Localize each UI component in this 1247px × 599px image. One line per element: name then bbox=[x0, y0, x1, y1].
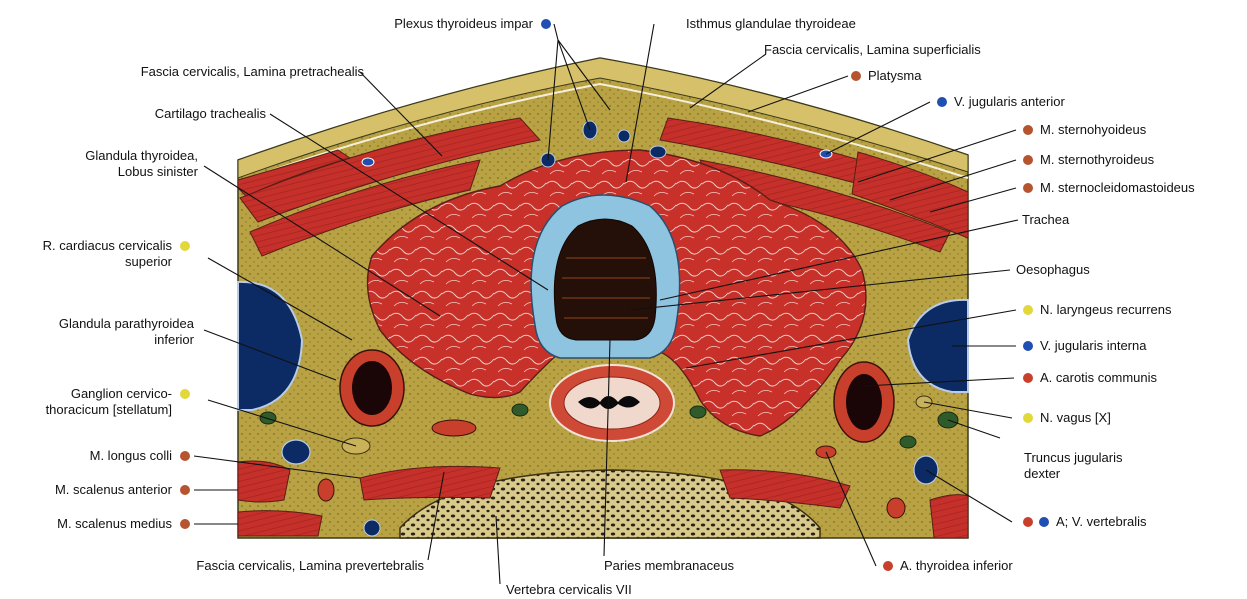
dot-v-vertebralis bbox=[1039, 517, 1049, 527]
vertebral-vessel-left-3 bbox=[364, 520, 380, 536]
small-vessel-right-3 bbox=[900, 436, 916, 448]
vertebral-vessel-right-2 bbox=[887, 498, 905, 518]
dot-ganglion bbox=[180, 389, 190, 399]
label-v-jugularis-anterior: V. jugularis anterior bbox=[954, 94, 1065, 109]
label-m-longus-colli: M. longus colli bbox=[90, 448, 172, 463]
label-glandula-thyroidea-line2: Lobus sinister bbox=[118, 164, 199, 179]
label-m-scalenus-anterior: M. scalenus anterior bbox=[55, 482, 173, 497]
label-plexus-thyroideus-impar: Plexus thyroideus impar bbox=[394, 16, 533, 31]
dot-a-thyroidea-inferior bbox=[883, 561, 893, 571]
dot-r-cardiacus bbox=[180, 241, 190, 251]
label-m-sternocleidomastoideus: M. sternocleidomastoideus bbox=[1040, 180, 1195, 195]
dot-a-vertebralis bbox=[1023, 517, 1033, 527]
label-a-carotis-communis: A. carotis communis bbox=[1040, 370, 1158, 385]
dot-n-laryngeus-recurrens bbox=[1023, 305, 1033, 315]
a-thyroidea-inferior-vessel-2 bbox=[432, 420, 476, 436]
label-r-cardiacus-line2: superior bbox=[125, 254, 173, 269]
vertebral-vessel-left-1 bbox=[282, 440, 310, 464]
v-jugularis-anterior-left bbox=[362, 158, 374, 166]
small-vessel-mid-1 bbox=[512, 404, 528, 416]
label-n-laryngeus-recurrens: N. laryngeus recurrens bbox=[1040, 302, 1172, 317]
label-isthmus-glandulae-thyroideae: Isthmus glandulae thyroideae bbox=[686, 16, 856, 31]
dot-m-scalenus-anterior bbox=[180, 485, 190, 495]
label-ganglion-line1: Ganglion cervico- bbox=[71, 386, 172, 401]
trachea-lumen bbox=[554, 219, 656, 340]
label-n-vagus: N. vagus [X] bbox=[1040, 410, 1111, 425]
label-fascia-lamina-prevertebralis: Fascia cervicalis, Lamina prevertebralis bbox=[196, 558, 424, 573]
label-paries-membranaceus: Paries membranaceus bbox=[604, 558, 735, 573]
dot-a-carotis-communis bbox=[1023, 373, 1033, 383]
plexus-vein-4 bbox=[650, 146, 666, 158]
label-glandula-parathyroidea-line1: Glandula parathyroidea bbox=[59, 316, 195, 331]
dot-platysma bbox=[851, 71, 861, 81]
label-r-cardiacus-line1: R. cardiacus cervicalis bbox=[43, 238, 173, 253]
label-cartilago-trachealis: Cartilago trachealis bbox=[155, 106, 267, 121]
label-ganglion-line2: thoracicum [stellatum] bbox=[46, 402, 172, 417]
oesophagus-lumen bbox=[578, 396, 640, 409]
dot-m-longus-colli bbox=[180, 451, 190, 461]
label-m-scalenus-medius: M. scalenus medius bbox=[57, 516, 172, 531]
label-vertebra-cervicalis: Vertebra cervicalis VII bbox=[506, 582, 632, 597]
dot-m-sternocleidomastoideus bbox=[1023, 183, 1033, 193]
dot-m-sternohyoideus bbox=[1023, 125, 1033, 135]
label-glandula-parathyroidea-line2: inferior bbox=[154, 332, 194, 347]
dot-m-scalenus-medius bbox=[180, 519, 190, 529]
plexus-vein-3 bbox=[618, 130, 630, 142]
dot-m-sternothyroideus bbox=[1023, 155, 1033, 165]
label-platysma: Platysma bbox=[868, 68, 922, 83]
label-trachea: Trachea bbox=[1022, 212, 1070, 227]
cross-section bbox=[238, 58, 968, 538]
label-glandula-thyroidea-line1: Glandula thyroidea, bbox=[85, 148, 198, 163]
dot-n-vagus bbox=[1023, 413, 1033, 423]
m-scalenus-right bbox=[930, 495, 968, 538]
label-fascia-lamina-superficialis: Fascia cervicalis, Lamina superficialis bbox=[764, 42, 981, 57]
label-a-v-vertebralis: A; V. vertebralis bbox=[1056, 514, 1147, 529]
label-fascia-lamina-pretrachealis: Fascia cervicalis, Lamina pretrachealis bbox=[141, 64, 365, 79]
dot-v-jugularis-interna bbox=[1023, 341, 1033, 351]
dot-plexus bbox=[541, 19, 551, 29]
label-truncus-jugularis-line1: Truncus jugularis bbox=[1024, 450, 1123, 465]
label-truncus-jugularis-line2: dexter bbox=[1024, 466, 1061, 481]
label-m-sternohyoideus: M. sternohyoideus bbox=[1040, 122, 1147, 137]
a-carotis-communis-right-lumen bbox=[846, 374, 882, 430]
vertebral-vessel-left-2 bbox=[318, 479, 334, 501]
dot-v-jugularis-anterior bbox=[937, 97, 947, 107]
label-v-jugularis-interna: V. jugularis interna bbox=[1040, 338, 1147, 353]
a-carotis-communis-left-lumen bbox=[352, 361, 392, 415]
m-scalenus-medius-left bbox=[238, 511, 322, 536]
small-vein-left bbox=[260, 412, 276, 424]
label-m-sternothyroideus: M. sternothyroideus bbox=[1040, 152, 1155, 167]
label-a-thyroidea-inferior: A. thyroidea inferior bbox=[900, 558, 1013, 573]
label-oesophagus: Oesophagus bbox=[1016, 262, 1090, 277]
small-vessel-mid-2 bbox=[690, 406, 706, 418]
